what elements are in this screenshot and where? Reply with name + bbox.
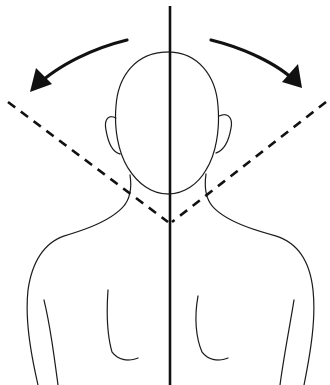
left-arrowhead-icon [30,68,52,92]
head [105,52,231,194]
right-arrowhead-icon [282,64,302,88]
right-shoulder-blade [196,296,228,360]
left-neck-shoulder-line [27,175,131,385]
right-arrow-arc [211,40,296,82]
left-inner-arm-line [44,300,58,385]
left-shoulder-blade [107,290,138,360]
left-rotation-arrow [30,40,127,92]
right-rotation-arrow [211,40,302,88]
right-neck-shoulder-line [205,174,314,385]
right-rotation-limit-dashed-line [172,102,326,222]
left-rotation-limit-dashed-line [8,102,168,222]
right-inner-arm-line [280,300,294,385]
head-outline [116,52,219,194]
left-arrow-arc [36,40,127,86]
left-ear [105,117,120,154]
